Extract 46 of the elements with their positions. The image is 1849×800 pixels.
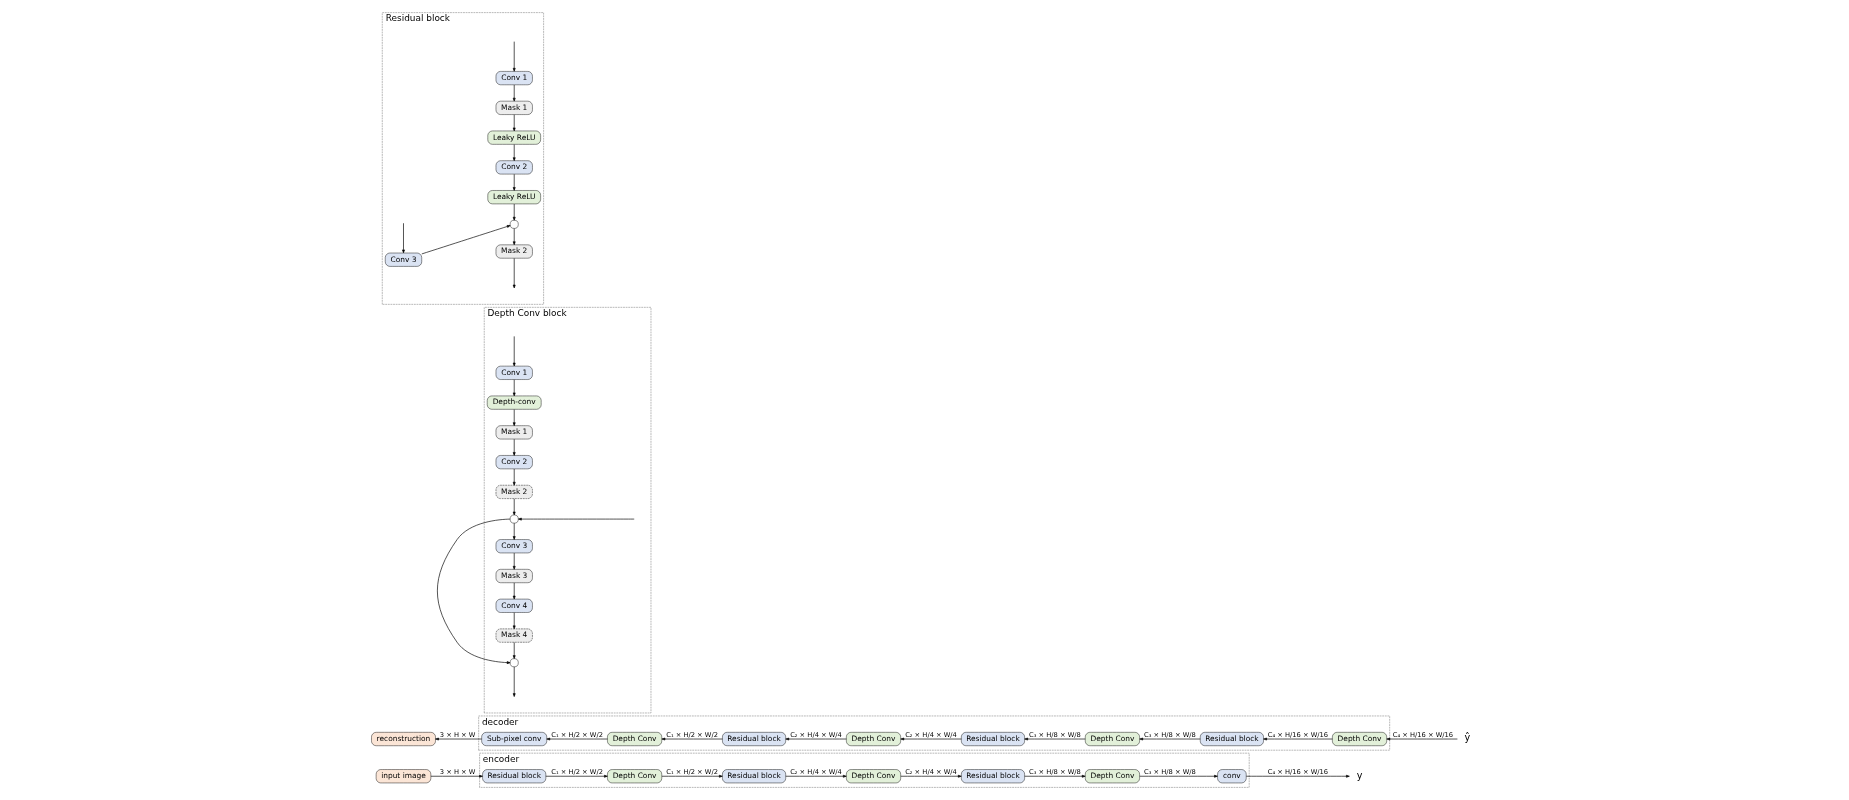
arrow: [512, 498, 516, 516]
arrow: [1024, 774, 1086, 778]
arrow: [512, 612, 516, 630]
arrow: [512, 144, 516, 161]
arrow: [512, 552, 516, 570]
arrow: [512, 41, 516, 72]
arrow: [512, 438, 516, 456]
arrow: [506, 661, 516, 697]
arrow: [512, 517, 522, 540]
arrow: [785, 774, 847, 778]
arrow: [545, 774, 608, 778]
arrow: [512, 379, 516, 397]
arrow: [900, 774, 962, 778]
arrow: [1139, 737, 1201, 741]
arrow: [661, 774, 723, 778]
arrow: [1246, 774, 1350, 778]
arrow: [512, 582, 516, 600]
arrow: [512, 84, 516, 102]
arrow: [546, 737, 608, 741]
arrow: [512, 228, 516, 246]
node-circle: [509, 514, 519, 524]
arrow: [661, 737, 723, 741]
arrow: [900, 737, 962, 741]
arrow: [512, 468, 516, 486]
arrow: [402, 222, 405, 254]
node-circle: [509, 220, 519, 229]
node-text: ŷ: [1464, 732, 1471, 744]
arrow: [512, 336, 516, 367]
arrow: [512, 173, 516, 191]
node-circle: [509, 658, 519, 668]
arrow: [512, 203, 516, 221]
arrow: [512, 642, 516, 659]
arrow: [785, 737, 847, 741]
arrow: [437, 518, 511, 664]
arrow: [421, 225, 511, 255]
arrow: [435, 737, 482, 741]
node-text: y: [1356, 769, 1363, 781]
arrow: [430, 774, 483, 778]
arrow: [512, 409, 516, 426]
arrow: [518, 517, 635, 521]
arrow: [512, 258, 516, 289]
arrow: [1386, 737, 1458, 741]
arrow: [1024, 737, 1086, 741]
arrow: [1263, 737, 1333, 741]
arrow: [1139, 774, 1218, 778]
arrow: [512, 114, 516, 132]
